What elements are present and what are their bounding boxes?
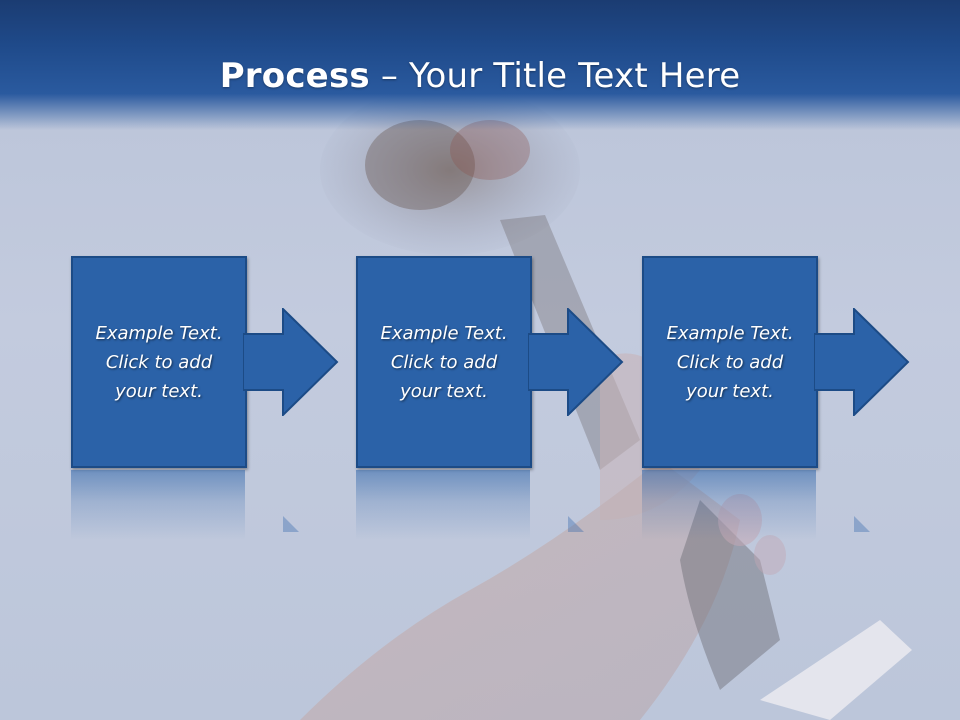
step-text-line: Click to add bbox=[390, 351, 498, 373]
step-text: Example Text. Click to add your text. bbox=[89, 319, 228, 406]
step-text-line: Example Text. bbox=[380, 322, 508, 344]
step-text-line: Example Text. bbox=[666, 322, 794, 344]
slide-title-rest: – Your Title Text Here bbox=[369, 56, 741, 96]
step-reflection bbox=[642, 470, 912, 540]
step-text-line: your text. bbox=[686, 380, 774, 402]
step-text-box[interactable]: Example Text. Click to add your text. bbox=[71, 256, 247, 468]
step-text-line: Click to add bbox=[676, 351, 784, 373]
step-reflection bbox=[356, 470, 626, 540]
step-reflection bbox=[71, 470, 341, 540]
step-text-box[interactable]: Example Text. Click to add your text. bbox=[356, 256, 532, 468]
slide-title[interactable]: Process – Your Title Text Here bbox=[0, 54, 960, 98]
reflection-arrow-icon bbox=[568, 516, 584, 532]
step-text-box[interactable]: Example Text. Click to add your text. bbox=[642, 256, 818, 468]
reflection-arrow-icon bbox=[854, 516, 870, 532]
process-step-3[interactable]: Example Text. Click to add your text. bbox=[642, 256, 912, 468]
step-text-line: Click to add bbox=[105, 351, 213, 373]
step-text: Example Text. Click to add your text. bbox=[374, 319, 513, 406]
right-arrow-icon bbox=[528, 308, 624, 416]
process-step-1[interactable]: Example Text. Click to add your text. bbox=[71, 256, 341, 468]
process-step-2[interactable]: Example Text. Click to add your text. bbox=[356, 256, 626, 468]
title-band bbox=[0, 0, 960, 130]
slide-title-bold: Process bbox=[219, 56, 370, 96]
step-text-line: your text. bbox=[115, 380, 203, 402]
reflection-box bbox=[356, 470, 530, 540]
reflection-box bbox=[71, 470, 245, 540]
reflection-arrow-icon bbox=[283, 516, 299, 532]
right-arrow-icon bbox=[243, 308, 339, 416]
step-text: Example Text. Click to add your text. bbox=[660, 319, 799, 406]
right-arrow-icon bbox=[814, 308, 910, 416]
step-text-line: Example Text. bbox=[95, 322, 223, 344]
step-text-line: your text. bbox=[400, 380, 488, 402]
reflection-box bbox=[642, 470, 816, 540]
